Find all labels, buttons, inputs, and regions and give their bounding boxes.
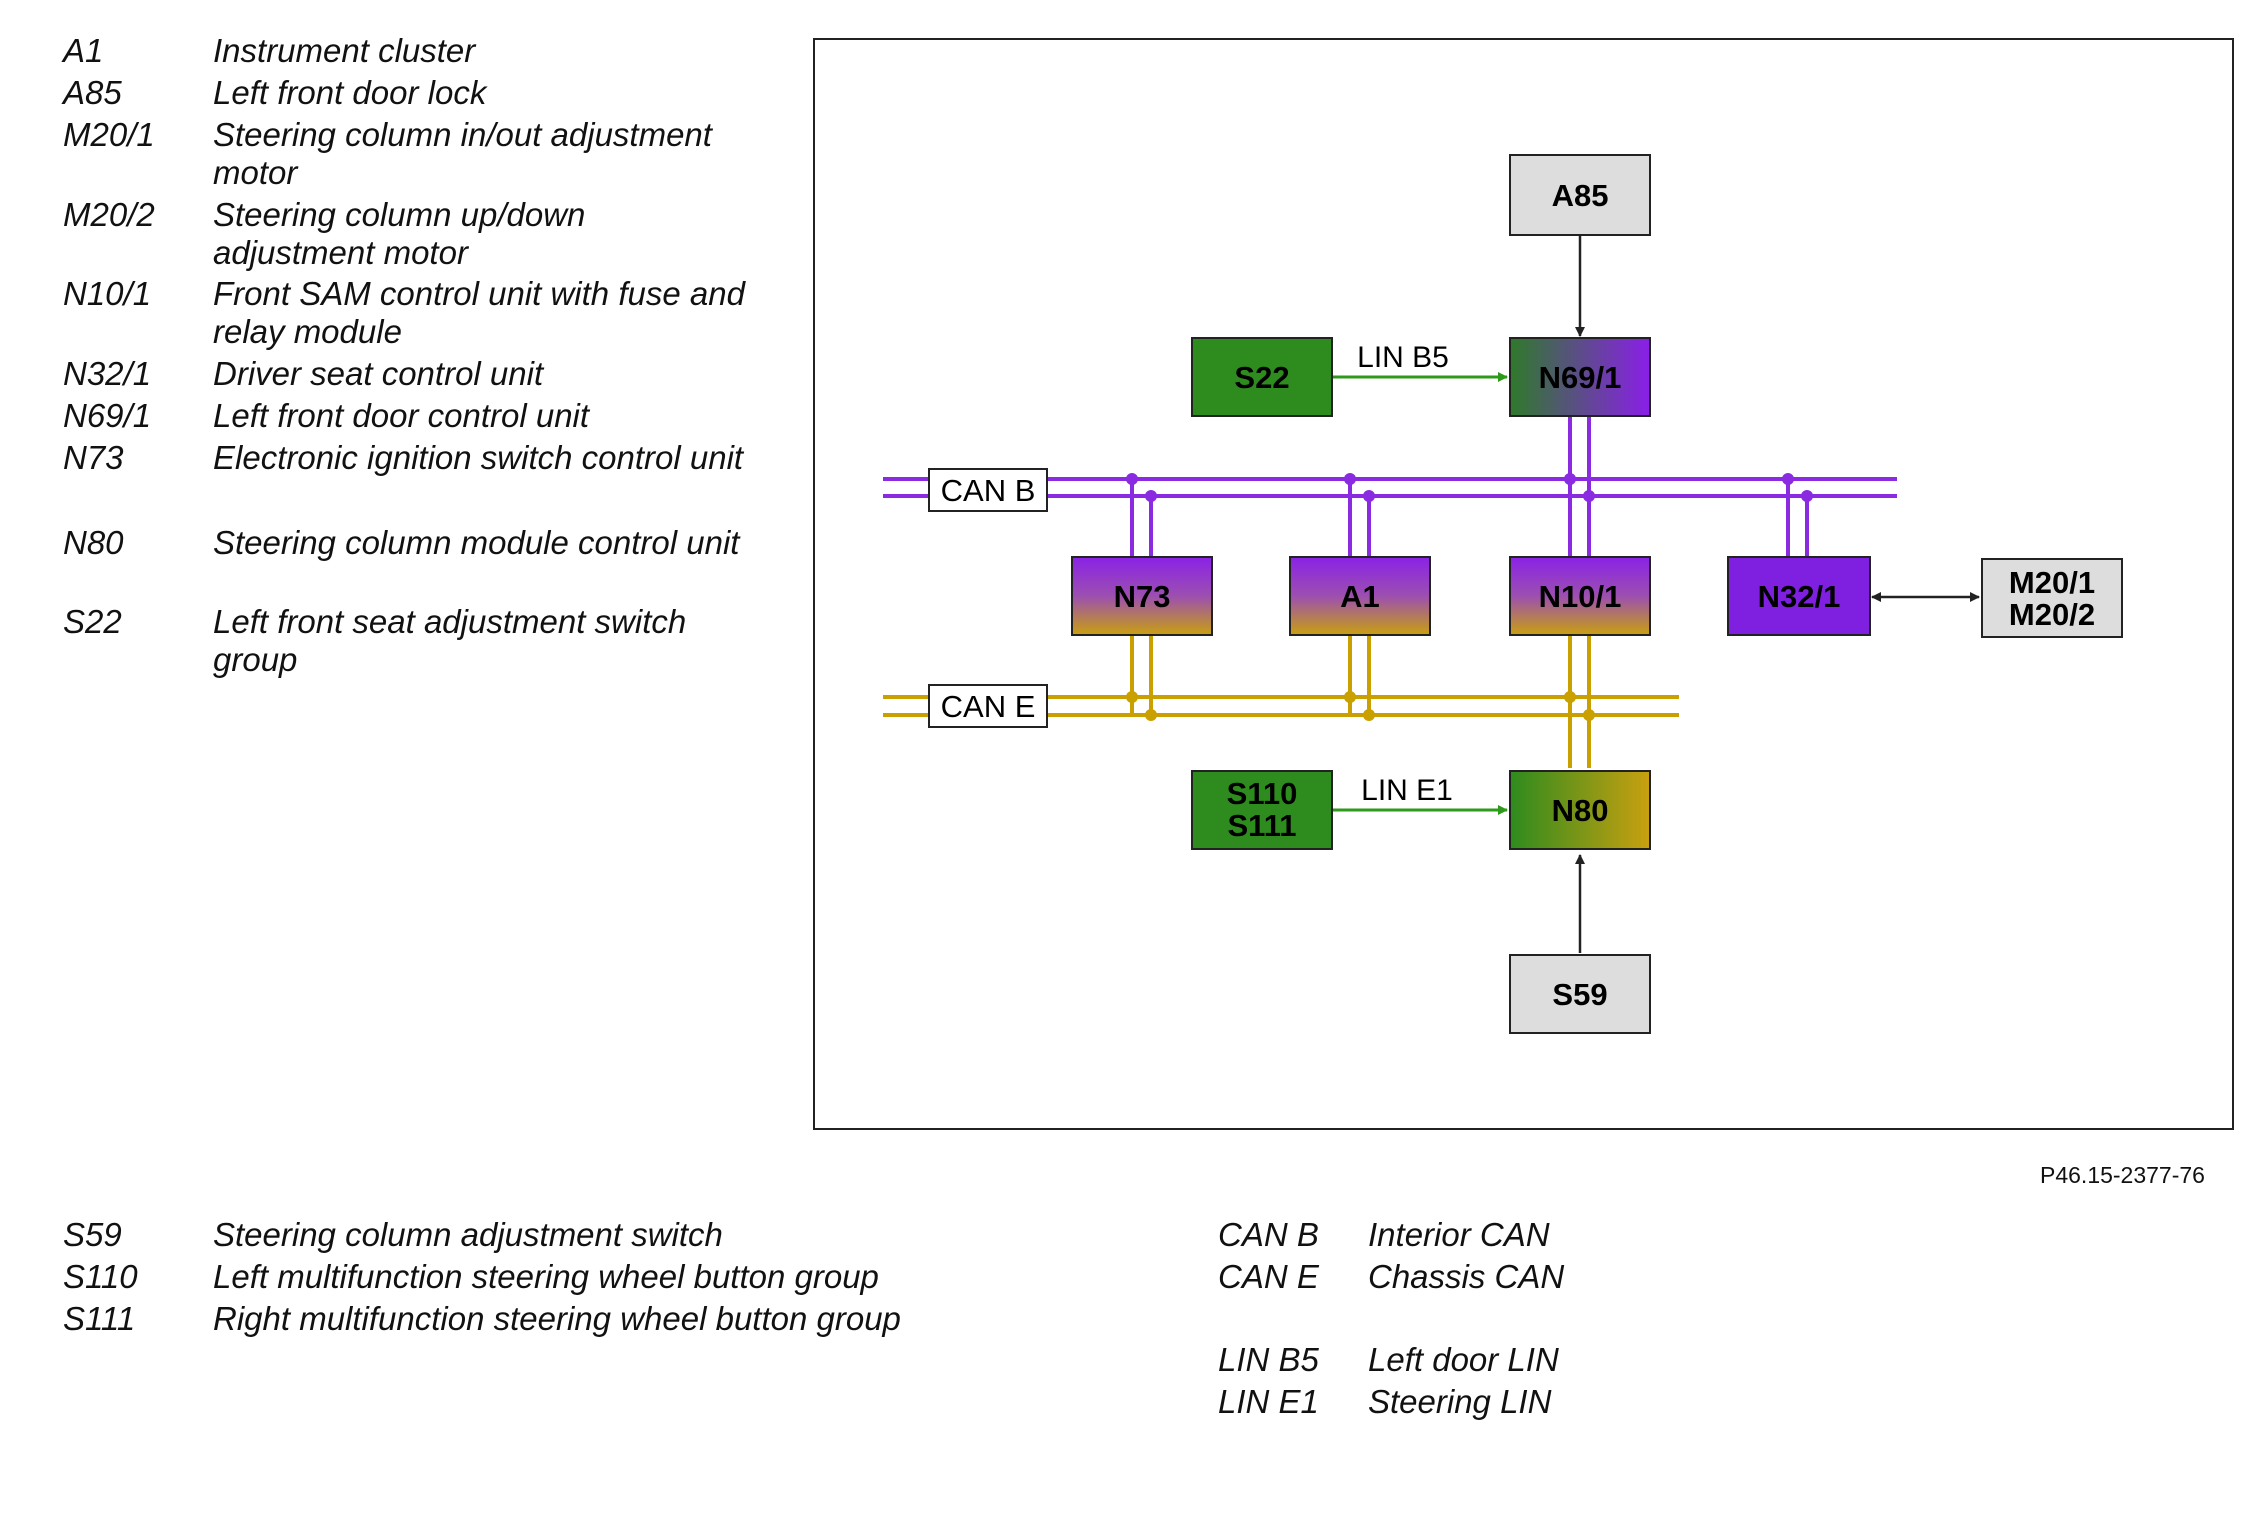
legend-desc: Front SAM control unit with fuse and rel…	[213, 275, 745, 350]
node-label: N73	[1114, 579, 1171, 614]
legend-desc: Steering LIN	[1368, 1383, 1552, 1420]
legend-code: M20/1	[63, 116, 155, 153]
can-b-bus: CAN B	[883, 468, 1897, 512]
legend-code: LIN E1	[1218, 1383, 1319, 1420]
node-label: N80	[1552, 793, 1609, 828]
legend-desc: Right multifunction steering wheel butto…	[213, 1300, 901, 1337]
legend-desc: Electronic ignition switch control unit	[213, 439, 744, 476]
node-s110-s111: S110 S111	[1191, 770, 1333, 850]
node-label: M20/2	[2009, 597, 2095, 632]
network-diagram: CAN B CAN E LIN B5 LIN E1 A85	[883, 154, 2123, 1034]
node-label: M20/1	[2009, 565, 2095, 600]
node-n69-1: N69/1	[1509, 337, 1651, 417]
legend-desc: Chassis CAN	[1368, 1258, 1565, 1295]
legend-code: N73	[63, 439, 124, 476]
node-label: N69/1	[1539, 360, 1622, 395]
node-m20: M20/1 M20/2	[1981, 558, 2123, 638]
legend-code: S110	[63, 1258, 138, 1295]
legend-code: LIN B5	[1218, 1341, 1319, 1378]
can-e-bus: CAN E	[883, 684, 1679, 728]
lin-b5-label: LIN B5	[1357, 341, 1449, 374]
node-label: N32/1	[1758, 579, 1841, 614]
legend-code: CAN E	[1218, 1258, 1319, 1295]
can-e-label: CAN E	[941, 689, 1036, 724]
legend-desc: Left door LIN	[1368, 1341, 1559, 1378]
legend-code: S22	[63, 603, 122, 640]
legend-code: CAN B	[1218, 1216, 1319, 1253]
legend-desc: Steering column adjustment switch	[213, 1216, 723, 1253]
legend-desc: Interior CAN	[1368, 1216, 1550, 1253]
node-n80: N80	[1509, 770, 1651, 850]
legend-desc: Instrument cluster	[213, 32, 476, 69]
legend-code: N80	[63, 524, 124, 561]
node-s59: S59	[1509, 954, 1651, 1034]
node-n73: N73	[1071, 556, 1213, 636]
figure-reference: P46.15-2377-76	[2040, 1162, 2205, 1188]
legend-desc: Steering column up/down adjustment motor	[213, 196, 586, 271]
node-label: A85	[1552, 178, 1609, 213]
node-a85: A85	[1509, 154, 1651, 236]
node-a1: A1	[1289, 556, 1431, 636]
legend-desc: Left front door lock	[213, 74, 487, 111]
legend-desc: Steering column in/out adjustment motor	[213, 116, 712, 191]
legend-desc: Left front door control unit	[213, 397, 590, 434]
legend-desc: Left multifunction steering wheel button…	[213, 1258, 879, 1295]
node-label: S59	[1552, 977, 1607, 1012]
node-s22: S22	[1191, 337, 1333, 417]
legend-code: N10/1	[63, 275, 152, 312]
node-label: N10/1	[1539, 579, 1622, 614]
node-label: S110	[1227, 776, 1298, 811]
node-label: S22	[1234, 360, 1289, 395]
can-e-stubs	[1130, 635, 1591, 768]
legend-desc: Driver seat control unit	[213, 355, 544, 392]
lin-e1-label: LIN E1	[1361, 774, 1453, 807]
node-label: A1	[1340, 579, 1380, 614]
legend-code: A85	[63, 74, 122, 111]
legend-code: M20/2	[63, 196, 155, 233]
can-b-stubs	[1130, 415, 1809, 557]
node-n32-1: N32/1	[1727, 556, 1871, 636]
can-b-label: CAN B	[941, 473, 1036, 508]
legend-desc: Steering column module control unit	[213, 524, 740, 561]
legend-code: S111	[63, 1300, 136, 1337]
legend-code: N32/1	[63, 355, 152, 392]
node-n10-1: N10/1	[1509, 556, 1651, 636]
legend-code: A1	[63, 32, 104, 69]
legend-desc: Left front seat adjustment switch group	[213, 603, 687, 678]
legend-code: S59	[63, 1216, 122, 1253]
legend-code: N69/1	[63, 397, 152, 434]
diagram-frame: CAN B CAN E LIN B5 LIN E1 A85	[813, 38, 2234, 1130]
node-label: S111	[1228, 808, 1297, 843]
